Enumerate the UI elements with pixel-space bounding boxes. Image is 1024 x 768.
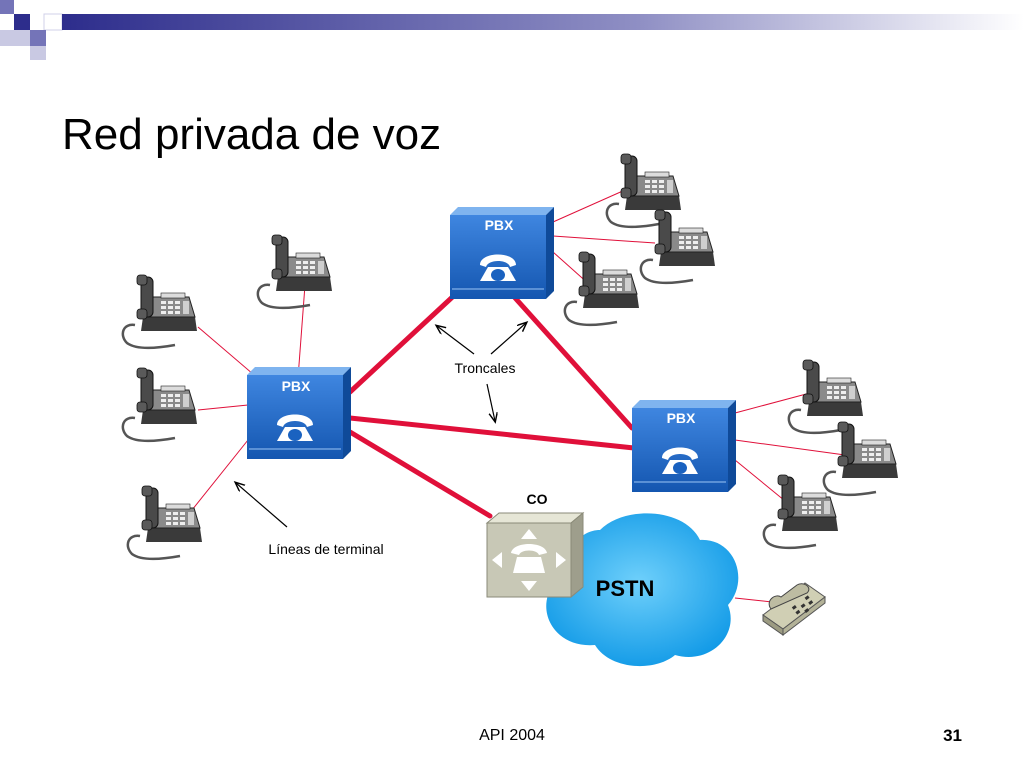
- phone-icon: [762, 473, 840, 550]
- phone-icon: [121, 366, 199, 443]
- phone-icon: [639, 208, 717, 285]
- pbx-label: PBX: [282, 378, 311, 394]
- trunks-label: Troncales: [455, 360, 516, 376]
- trunk-arrows: [437, 323, 526, 421]
- header-decoration: [0, 0, 1024, 60]
- phone-icon: [822, 420, 900, 497]
- terminal-line-arrow: [236, 483, 288, 528]
- pbx-label: PBX: [485, 217, 514, 233]
- terminal-lines-label: Líneas de terminal: [268, 541, 383, 557]
- phone-icon: [563, 250, 641, 327]
- pstn-label: PSTN: [596, 576, 655, 601]
- phone-icon: [787, 358, 865, 435]
- trunk-lines: [347, 287, 637, 519]
- central-office-icon: [485, 511, 585, 599]
- phone-icon: [121, 273, 199, 350]
- phone-icon: [256, 233, 334, 310]
- phone-icon: [126, 484, 204, 561]
- phone-icon: [762, 582, 826, 637]
- co-label: CO: [527, 491, 548, 507]
- slide-title: Red privada de voz: [62, 110, 442, 159]
- pbx-label: PBX: [667, 410, 696, 426]
- pstn-cloud-icon: [539, 513, 739, 667]
- footer-text: API 2004: [479, 727, 545, 744]
- page-number: 31: [943, 726, 962, 745]
